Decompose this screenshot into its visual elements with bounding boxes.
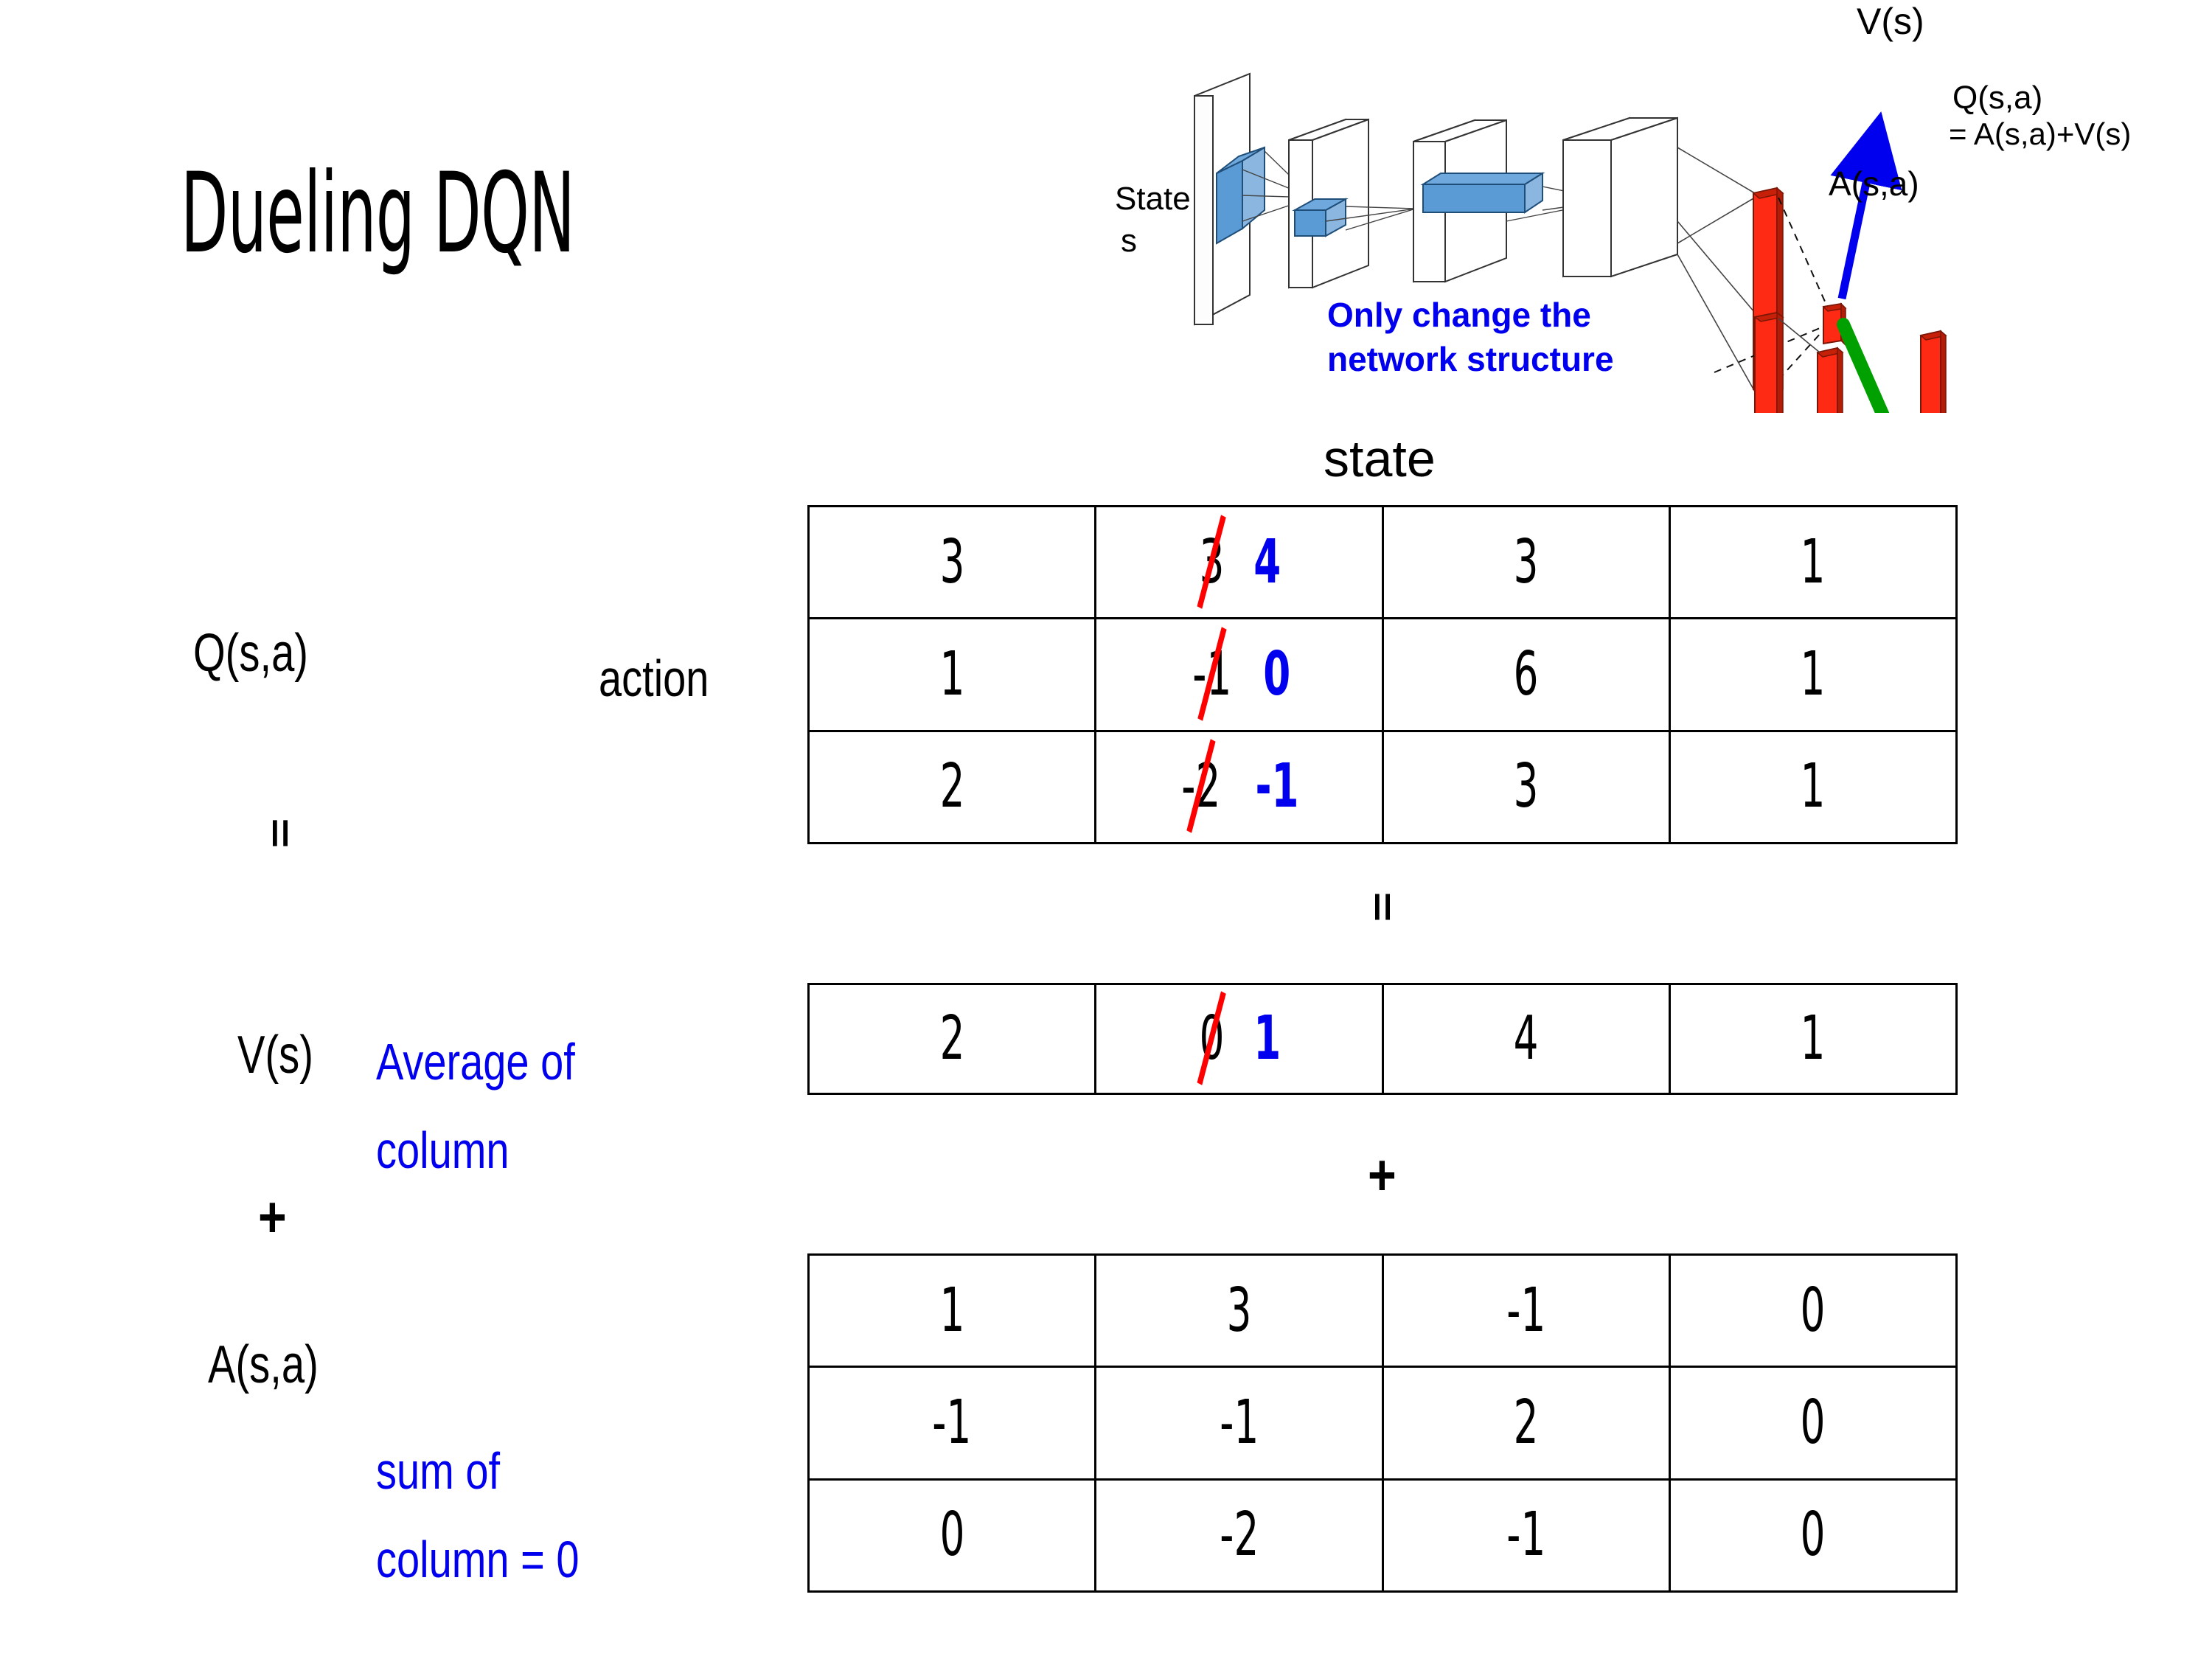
cell-old-value: 0 <box>1197 1009 1227 1069</box>
cell-q-1-1[interactable]: -1 0 <box>1094 617 1384 732</box>
cell-v-0-0[interactable]: 2 <box>807 983 1097 1095</box>
cell-a-1-1[interactable]: -1 <box>1094 1366 1384 1481</box>
diagram-state-label-line2: s <box>1121 223 1137 259</box>
cell-value: 4 <box>1513 1004 1539 1074</box>
table-row: 1 -1 0 6 1 <box>807 617 1958 732</box>
table-row: 0 -2 -1 0 <box>807 1478 1958 1593</box>
cell-a-1-3[interactable]: 0 <box>1668 1366 1958 1481</box>
a-note-line2: column = 0 <box>376 1531 580 1588</box>
cell-q-0-2[interactable]: 3 <box>1381 504 1671 620</box>
cell-value: -2 <box>1219 1500 1259 1571</box>
state-axis-label: state <box>1324 430 1436 487</box>
cell-value: 0 <box>939 1500 965 1571</box>
v-label: V(s) <box>237 1026 313 1085</box>
cell-old-value: -2 <box>1179 757 1222 817</box>
cell-a-0-0[interactable]: 1 <box>807 1253 1097 1368</box>
cell-old-value: 3 <box>1197 532 1227 593</box>
cell-q-1-0[interactable]: 1 <box>807 617 1097 732</box>
cell-q-0-0[interactable]: 3 <box>807 504 1097 620</box>
cell-a-2-2[interactable]: -1 <box>1381 1478 1671 1593</box>
cell-new-value: -1 <box>1255 751 1299 822</box>
cell-a-2-0[interactable]: 0 <box>807 1478 1097 1593</box>
cell-value: -1 <box>1219 1387 1259 1458</box>
cell-value: -1 <box>932 1387 972 1458</box>
diagram-advantage-label: A(s,a) <box>1829 164 1919 203</box>
equals-mid: = <box>1361 891 1405 922</box>
cell-value: 1 <box>939 639 965 709</box>
cell-new-value: 4 <box>1253 526 1281 597</box>
equals-left: = <box>259 818 302 849</box>
cell-value: 3 <box>1513 751 1539 822</box>
cell-a-2-1[interactable]: -2 <box>1094 1478 1384 1593</box>
cell-value: 6 <box>1513 639 1539 709</box>
diagram-q-label-line1: Q(s,a) <box>1952 80 2043 116</box>
table-row: 1 3 -1 0 <box>807 1253 1958 1368</box>
q-label: Q(s,a) <box>193 624 309 683</box>
cell-value: 3 <box>939 526 965 597</box>
v-note-line2: column <box>376 1121 509 1179</box>
cell-value: 0 <box>1800 1275 1826 1346</box>
cell-q-2-1[interactable]: -2 -1 <box>1094 729 1384 845</box>
cell-value: 1 <box>939 1275 965 1346</box>
cell-new-value: 1 <box>1253 1004 1281 1074</box>
diagram-state-label-line1: State <box>1115 181 1191 217</box>
cell-value: 0 <box>1800 1387 1826 1458</box>
cell-value: -1 <box>1506 1275 1546 1346</box>
diagram-value-label: V(s) <box>1857 1 1924 42</box>
cell-v-0-2[interactable]: 4 <box>1381 983 1671 1095</box>
cell-q-2-0[interactable]: 2 <box>807 729 1097 845</box>
dueling-network-diagram <box>1091 0 2212 413</box>
cell-value: 1 <box>1800 751 1826 822</box>
cell-q-0-3[interactable]: 1 <box>1668 504 1958 620</box>
v-note-line1: Average of <box>376 1033 575 1091</box>
diagram-note-line1: Only change the <box>1327 296 1591 334</box>
cell-a-0-3[interactable]: 0 <box>1668 1253 1958 1368</box>
cell-value: 1 <box>1800 526 1826 597</box>
cell-a-2-3[interactable]: 0 <box>1668 1478 1958 1593</box>
cell-new-value: 0 <box>1263 639 1291 709</box>
plus-left: + <box>258 1184 287 1249</box>
cell-q-1-3[interactable]: 1 <box>1668 617 1958 732</box>
cell-a-0-1[interactable]: 3 <box>1094 1253 1384 1368</box>
cell-value: 2 <box>939 1004 965 1074</box>
cell-value: 3 <box>1226 1275 1252 1346</box>
cell-value: 1 <box>1800 639 1826 709</box>
a-table: 1 3 -1 0 -1 -1 2 0 0 -2 -1 0 <box>807 1253 1958 1593</box>
cell-value: 3 <box>1513 526 1539 597</box>
diagram-q-label-line2: = A(s,a)+V(s) <box>1949 116 2132 151</box>
table-row: -1 -1 2 0 <box>807 1366 1958 1481</box>
cell-a-1-2[interactable]: 2 <box>1381 1366 1671 1481</box>
cell-q-1-2[interactable]: 6 <box>1381 617 1671 732</box>
cell-value: 2 <box>939 751 965 822</box>
plus-mid: + <box>1368 1142 1397 1207</box>
table-row: 2 -2 -1 3 1 <box>807 729 1958 845</box>
cell-v-0-3[interactable]: 1 <box>1668 983 1958 1095</box>
diagram-note-line2: network structure <box>1327 340 1614 378</box>
cell-q-2-2[interactable]: 3 <box>1381 729 1671 845</box>
cell-value: 1 <box>1800 1004 1826 1074</box>
cell-a-0-2[interactable]: -1 <box>1381 1253 1671 1368</box>
cell-a-1-0[interactable]: -1 <box>807 1366 1097 1481</box>
page-title: Dueling DQN <box>181 150 575 278</box>
cell-value: -1 <box>1506 1500 1546 1571</box>
cell-q-2-3[interactable]: 1 <box>1668 729 1958 845</box>
cell-value: 0 <box>1800 1500 1826 1571</box>
cell-old-value: -1 <box>1190 644 1234 705</box>
a-note-line1: sum of <box>376 1442 501 1500</box>
action-axis-label: action <box>599 650 709 707</box>
cell-value: 2 <box>1513 1387 1539 1458</box>
a-label: A(s,a) <box>208 1335 319 1394</box>
